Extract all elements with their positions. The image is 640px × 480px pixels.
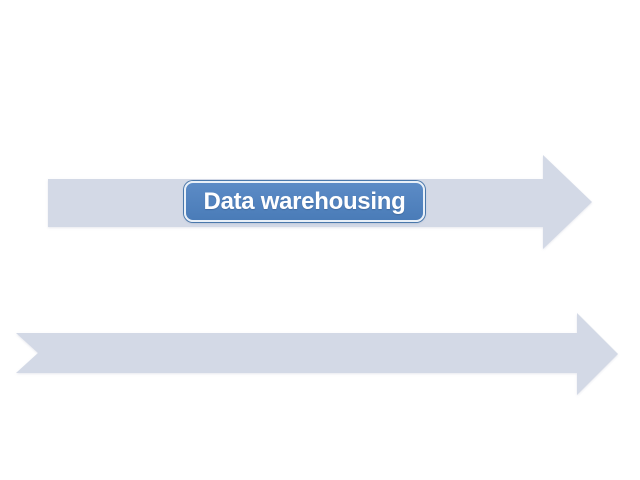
data-warehousing-button[interactable]: Data warehousing [184, 181, 425, 222]
data-warehousing-label: Data warehousing [203, 187, 406, 215]
bottom-notched-right-arrow-shape [16, 313, 618, 395]
